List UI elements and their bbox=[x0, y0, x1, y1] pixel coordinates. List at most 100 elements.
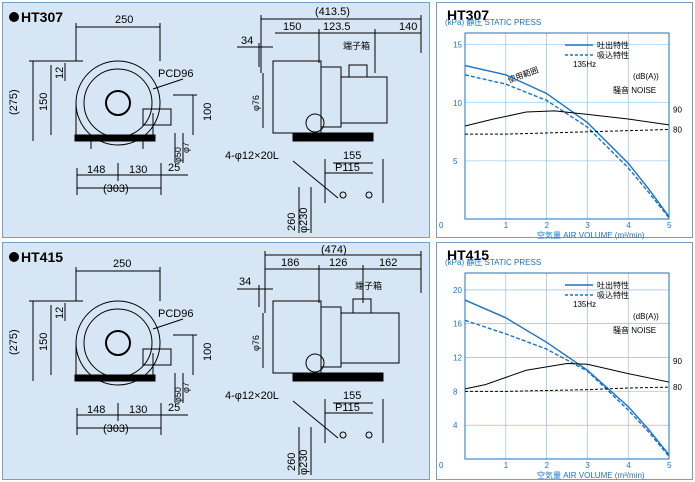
noise-tick-90: 90 bbox=[673, 106, 682, 115]
drawing-panel-ht307: HT307 250 PCD96 (275) 150 12 100 bbox=[2, 2, 430, 238]
noise-unit-label: (dB(A)) bbox=[633, 72, 659, 81]
blower-housing-circle bbox=[75, 60, 161, 146]
dim-100: 100 bbox=[202, 343, 214, 361]
dim-p115: P115 bbox=[335, 402, 360, 414]
noise-tick-90: 90 bbox=[673, 357, 682, 366]
dim-p115: P115 bbox=[335, 162, 360, 174]
dim-155: 155 bbox=[343, 150, 361, 162]
model-name: HT307 bbox=[21, 9, 64, 25]
series-line-吐出特性 bbox=[464, 64, 670, 218]
noise-unit-label: (dB(A)) bbox=[633, 312, 659, 321]
dim-holes: 4-φ12×20L bbox=[225, 150, 279, 162]
dim-155: 155 bbox=[343, 390, 361, 402]
x-tick-label: 4 bbox=[626, 461, 631, 470]
dim-phi7: φ7 bbox=[181, 382, 191, 393]
x-axis-label: 空気量 AIR VOLUME (m³/min) bbox=[537, 230, 645, 240]
frequency-label: 135Hz bbox=[573, 300, 596, 309]
series-line-noise-suction bbox=[465, 386, 670, 392]
dim-275: (275) bbox=[8, 89, 20, 115]
x-tick-label: 3 bbox=[585, 461, 590, 470]
dim-123: 123.5 bbox=[323, 21, 351, 33]
bullet-icon bbox=[9, 12, 19, 22]
y-tick-label: 4 bbox=[453, 421, 458, 430]
legend-label: 吐出特性 bbox=[597, 280, 629, 290]
origin-label: 0 bbox=[439, 461, 444, 470]
dim-phi230: φ230 bbox=[298, 450, 310, 476]
dim-130: 130 bbox=[129, 404, 147, 416]
dim-phi50: φ50 bbox=[173, 387, 183, 403]
drawing-panel-ht415: HT415 250 PCD96 (275) 150 12 100 φ50 φ7 bbox=[2, 242, 430, 480]
noise-tick-80: 80 bbox=[673, 125, 682, 134]
dim-25: 25 bbox=[168, 402, 180, 414]
legend-label: 吐出特性 bbox=[597, 40, 629, 50]
origin-label: 0 bbox=[439, 221, 444, 230]
dim-12: 12 bbox=[54, 67, 66, 79]
dim-phi230: φ230 bbox=[298, 208, 310, 234]
dim-phi76: φ76 bbox=[251, 95, 261, 111]
dim-150h: 150 bbox=[38, 333, 50, 351]
frequency-label: 135Hz bbox=[573, 60, 596, 69]
x-tick-label: 2 bbox=[545, 221, 550, 230]
dim-34: 34 bbox=[239, 276, 251, 288]
dim-phi7: φ7 bbox=[181, 142, 191, 153]
legend-label: 吸込特性 bbox=[597, 290, 629, 300]
dim-186: 186 bbox=[281, 257, 299, 269]
y-tick-label: 8 bbox=[453, 387, 458, 396]
y-tick-label: 10 bbox=[453, 99, 462, 108]
series-line-吐出特性 bbox=[464, 299, 670, 456]
dim-12: 12 bbox=[54, 307, 66, 319]
dim-250: 250 bbox=[115, 14, 133, 26]
dim-260: 260 bbox=[286, 213, 298, 231]
dim-total: (413.5) bbox=[315, 6, 350, 18]
model-title: HT415 bbox=[9, 249, 63, 265]
y-tick-label: 15 bbox=[453, 41, 462, 50]
x-tick-label: 2 bbox=[545, 461, 550, 470]
dim-34: 34 bbox=[241, 35, 253, 47]
dim-126: 126 bbox=[329, 257, 347, 269]
series-line-吸込特性 bbox=[464, 319, 670, 457]
noise-axis-label: 騒音 NOISE bbox=[613, 325, 656, 335]
y-tick-label: 20 bbox=[453, 286, 462, 295]
dim-303: (303) bbox=[103, 423, 129, 435]
plot-frame bbox=[464, 32, 670, 220]
dim-total: (474) bbox=[321, 244, 347, 256]
dim-275: (275) bbox=[8, 329, 20, 355]
dim-pcd: PCD96 bbox=[158, 68, 193, 80]
ht415-drawing: 250 PCD96 (275) 150 12 100 φ50 φ7 148 13… bbox=[8, 244, 422, 476]
dim-phi50: φ50 bbox=[173, 147, 183, 163]
series-line-吸込特性 bbox=[464, 74, 670, 219]
x-tick-label: 4 bbox=[626, 221, 631, 230]
ht307-drawing: 250 PCD96 (275) 150 12 100 φ50 φ7 148 13… bbox=[8, 6, 422, 234]
y-tick-label: 12 bbox=[453, 354, 462, 363]
y-tick-label: 5 bbox=[453, 157, 458, 166]
terminal-box-label: 端子箱 bbox=[355, 280, 382, 291]
dim-148: 148 bbox=[87, 404, 105, 416]
noise-tick-80: 80 bbox=[673, 383, 682, 392]
dim-100: 100 bbox=[202, 103, 214, 121]
series-line-noise bbox=[464, 362, 670, 390]
y-axis-label: (kPa) 静圧 STATIC PRESS bbox=[445, 17, 541, 27]
dim-250: 250 bbox=[113, 258, 131, 270]
dim-150: 150 bbox=[283, 21, 301, 33]
dim-holes: 4-φ12×20L bbox=[225, 390, 279, 402]
dim-130: 130 bbox=[129, 164, 147, 176]
chart-panel-ht307: HT307 1 2 3 4 5 5 10 15 (kPa) 静圧 STATIC PRESS 空気量… bbox=[436, 2, 693, 240]
x-axis-label: 空気量 AIR VOLUME (m³/min) bbox=[537, 470, 645, 480]
chart-title: HT307 bbox=[447, 7, 490, 23]
x-tick-label: 3 bbox=[585, 221, 590, 230]
model-title: HT307 bbox=[9, 9, 63, 25]
x-tick-label: 5 bbox=[667, 221, 672, 230]
series-line-noise-suction bbox=[465, 128, 670, 135]
plot-frame bbox=[464, 272, 670, 460]
x-tick-label: 1 bbox=[504, 461, 509, 470]
model-name: HT415 bbox=[21, 249, 64, 265]
noise-axis-label: 騒音 NOISE bbox=[613, 85, 656, 95]
x-tick-label: 5 bbox=[667, 461, 672, 470]
dim-140: 140 bbox=[399, 21, 417, 33]
x-tick-label: 1 bbox=[504, 221, 509, 230]
dim-148: 148 bbox=[87, 164, 105, 176]
y-axis-label: (kPa) 静圧 STATIC PRESS bbox=[445, 257, 541, 267]
dim-150h: 150 bbox=[38, 93, 50, 111]
